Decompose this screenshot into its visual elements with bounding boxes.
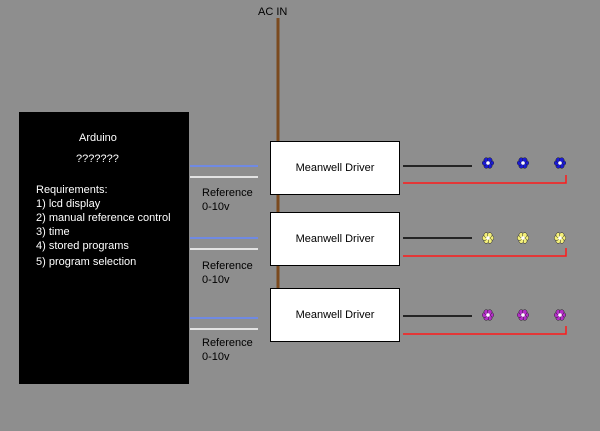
meanwell-driver-1: Meanwell Driver [270, 141, 400, 195]
arduino-subtitle: ??????? [76, 153, 119, 165]
requirement-item: 1) lcd display [36, 198, 101, 210]
led-flower-icon [481, 232, 495, 244]
led-flower-icon [553, 157, 567, 169]
reference-range-label: 0-10v [202, 201, 230, 213]
reference-label: Reference [202, 260, 253, 272]
led-positive-wire [403, 175, 567, 184]
requirement-item: 4) stored programs [36, 240, 129, 252]
meanwell-driver-2: Meanwell Driver [270, 212, 400, 266]
led-flower-icon [516, 157, 530, 169]
led-positive-wire [403, 248, 567, 257]
led-flower-icon [481, 309, 495, 321]
led-flower-icon [516, 309, 530, 321]
reference-range-label: 0-10v [202, 274, 230, 286]
led-flower-icon [516, 232, 530, 244]
meanwell-driver-3: Meanwell Driver [270, 288, 400, 342]
ac-in-label: AC IN [258, 6, 288, 18]
led-flower-icon [481, 157, 495, 169]
requirement-item: 3) time [36, 226, 70, 238]
led-flower-icon [553, 232, 567, 244]
requirement-item: 5) program selection [36, 256, 137, 268]
requirements-header: Requirements: [36, 184, 108, 196]
reference-label: Reference [202, 187, 253, 199]
arduino-title: Arduino [79, 132, 117, 144]
led-flower-icon [553, 309, 567, 321]
reference-range-label: 0-10v [202, 351, 230, 363]
reference-label: Reference [202, 337, 253, 349]
arduino-box: Arduino ??????? Requirements: 1) lcd dis… [19, 112, 189, 384]
requirement-item: 2) manual reference control [36, 212, 171, 224]
led-positive-wire [403, 326, 567, 335]
